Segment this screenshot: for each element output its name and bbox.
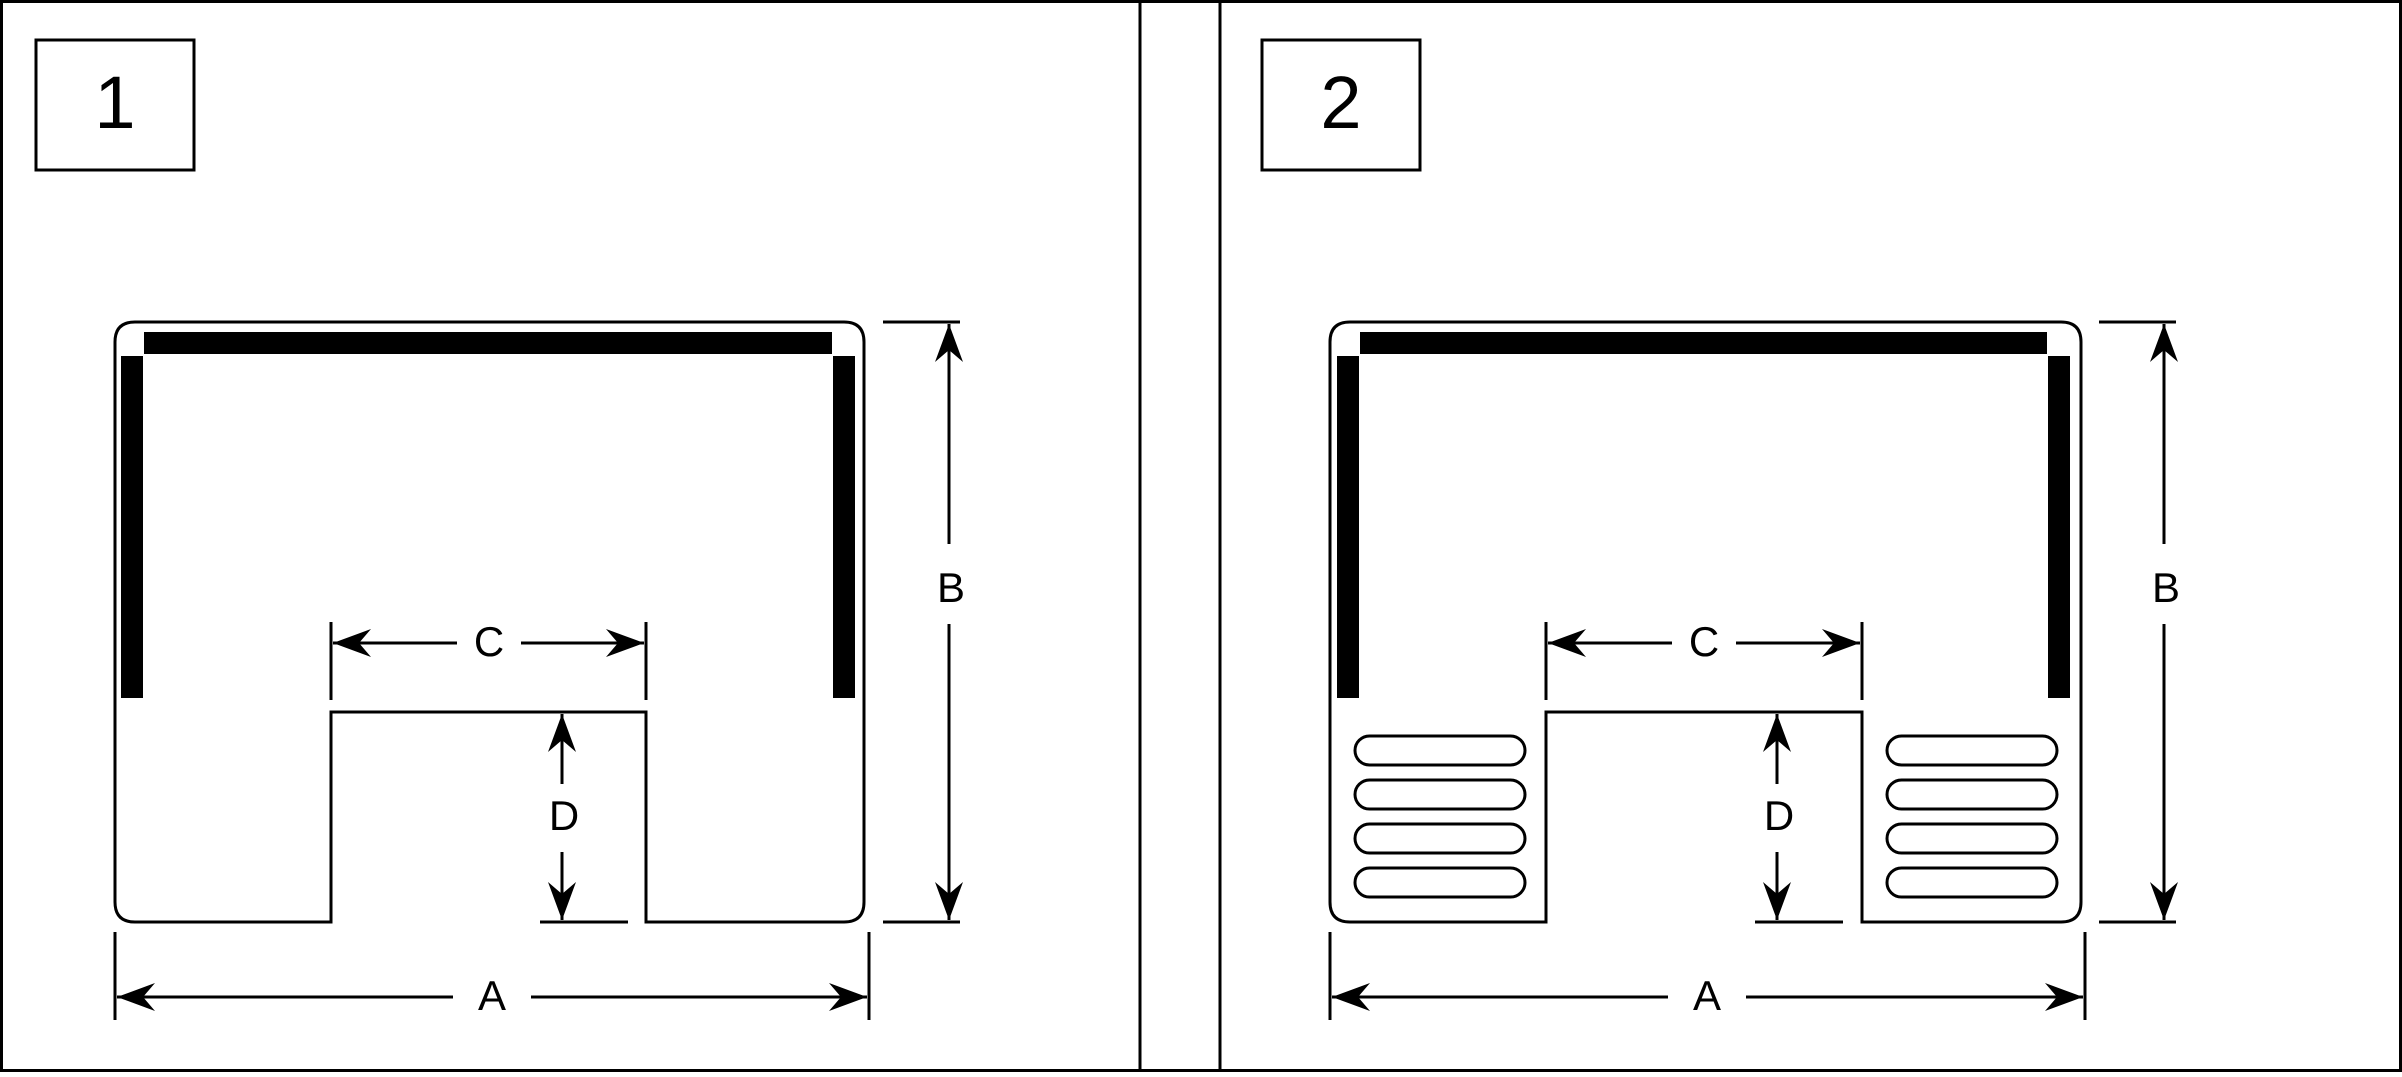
panel-1-part-outline: [113, 320, 866, 924]
panel-1-dimension-c: C: [329, 618, 648, 700]
panel-1-label: 1: [94, 61, 135, 144]
panel-1-dim-c-label: C: [474, 618, 504, 665]
panel-1-left-bar: [121, 356, 143, 698]
panel-2-vents-right: [1885, 734, 2059, 899]
panel-1-dimension-a: A: [113, 932, 871, 1020]
panel-2-vents-left: [1353, 734, 1527, 899]
panel-1-dim-a-label: A: [478, 972, 506, 1019]
panel-2-dimension-d: D: [1755, 714, 1843, 924]
vent-slot: [1353, 734, 1527, 767]
panel-2-part-outline: [1328, 320, 2083, 924]
panel-2-top-bar: [1360, 332, 2047, 354]
vent-slot: [1353, 778, 1527, 811]
panel-2-dimension-a: A: [1328, 932, 2087, 1020]
vent-slot: [1353, 866, 1527, 899]
panel-2-dim-d-label: D: [1764, 792, 1794, 839]
vent-slot: [1885, 734, 2059, 767]
panel-1: 1 A B: [34, 38, 965, 1020]
panel-2-right-bar: [2048, 356, 2070, 698]
panel-1-label-box: [34, 38, 196, 172]
panel-2-label: 2: [1320, 61, 1361, 144]
panel-1-top-bar: [144, 332, 832, 354]
vent-slot: [1885, 778, 2059, 811]
panel-1-dimension-d: D: [540, 714, 628, 924]
panel-1-dimension-b: B: [883, 320, 965, 924]
vent-slot: [1885, 822, 2059, 855]
panel-2-dimension-c: C: [1544, 618, 1864, 700]
panel-2-dimension-b: B: [2099, 320, 2180, 924]
panel-2-dim-b-label: B: [2152, 564, 2180, 611]
panel-2: 2 A: [1260, 38, 2180, 1020]
panel-2-dim-a-label: A: [1693, 972, 1721, 1019]
panel-1-dim-b-label: B: [937, 564, 965, 611]
panel-2-dim-c-label: C: [1689, 618, 1719, 665]
panel-2-left-bar: [1337, 356, 1359, 698]
panel-1-right-bar: [833, 356, 855, 698]
vent-slot: [1885, 866, 2059, 899]
vent-slot: [1353, 822, 1527, 855]
panel-1-dim-d-label: D: [549, 792, 579, 839]
panel-2-label-box: [1260, 38, 1422, 172]
